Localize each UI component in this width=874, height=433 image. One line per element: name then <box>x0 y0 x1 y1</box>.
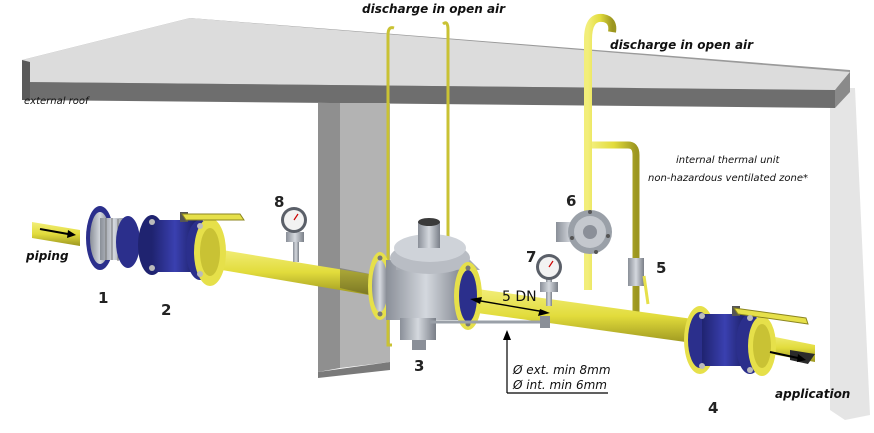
label-ext-diameter: Ø ext. min 8mm <box>512 363 611 377</box>
component-6-safety-valve <box>556 210 612 254</box>
label-5dn: 5 DN <box>502 289 537 305</box>
number-1: 1 <box>98 289 108 307</box>
number-2: 2 <box>161 301 171 319</box>
number-5: 5 <box>656 259 666 277</box>
label-int-diameter: Ø int. min 6mm <box>512 378 607 392</box>
label-application: application <box>775 387 850 401</box>
component-2-ball-valve <box>138 212 245 286</box>
external-roof-slab <box>22 18 850 108</box>
number-4: 4 <box>708 399 718 417</box>
number-3: 3 <box>414 357 424 375</box>
component-5-valve <box>628 258 650 305</box>
component-7-manometer <box>536 254 562 306</box>
support-pillar <box>318 103 390 378</box>
label-piping: piping <box>25 249 69 263</box>
vent-pipe-regulator <box>386 21 450 347</box>
label-discharge-top: discharge in open air <box>362 2 506 16</box>
diameter-callout <box>503 330 608 394</box>
sensing-line <box>430 316 550 328</box>
dimension-5dn <box>470 297 550 316</box>
label-thermal-unit: internal thermal unit <box>676 155 781 166</box>
label-discharge-right: discharge in open air <box>610 38 754 52</box>
number-8: 8 <box>274 193 284 211</box>
component-3-regulator <box>368 218 482 350</box>
label-zone: non-hazardous ventilated zone* <box>648 173 808 184</box>
flow-arrow-inlet <box>39 228 76 238</box>
flow-arrow-outlet <box>769 351 806 362</box>
number-6: 6 <box>566 192 576 210</box>
component-4-ball-valve <box>684 306 809 376</box>
number-7: 7 <box>526 248 536 266</box>
label-external-roof: external roof <box>24 96 90 107</box>
component-1-flexible-joint <box>86 206 140 270</box>
component-8-manometer <box>281 207 307 262</box>
vent-pipe-right <box>584 13 640 318</box>
